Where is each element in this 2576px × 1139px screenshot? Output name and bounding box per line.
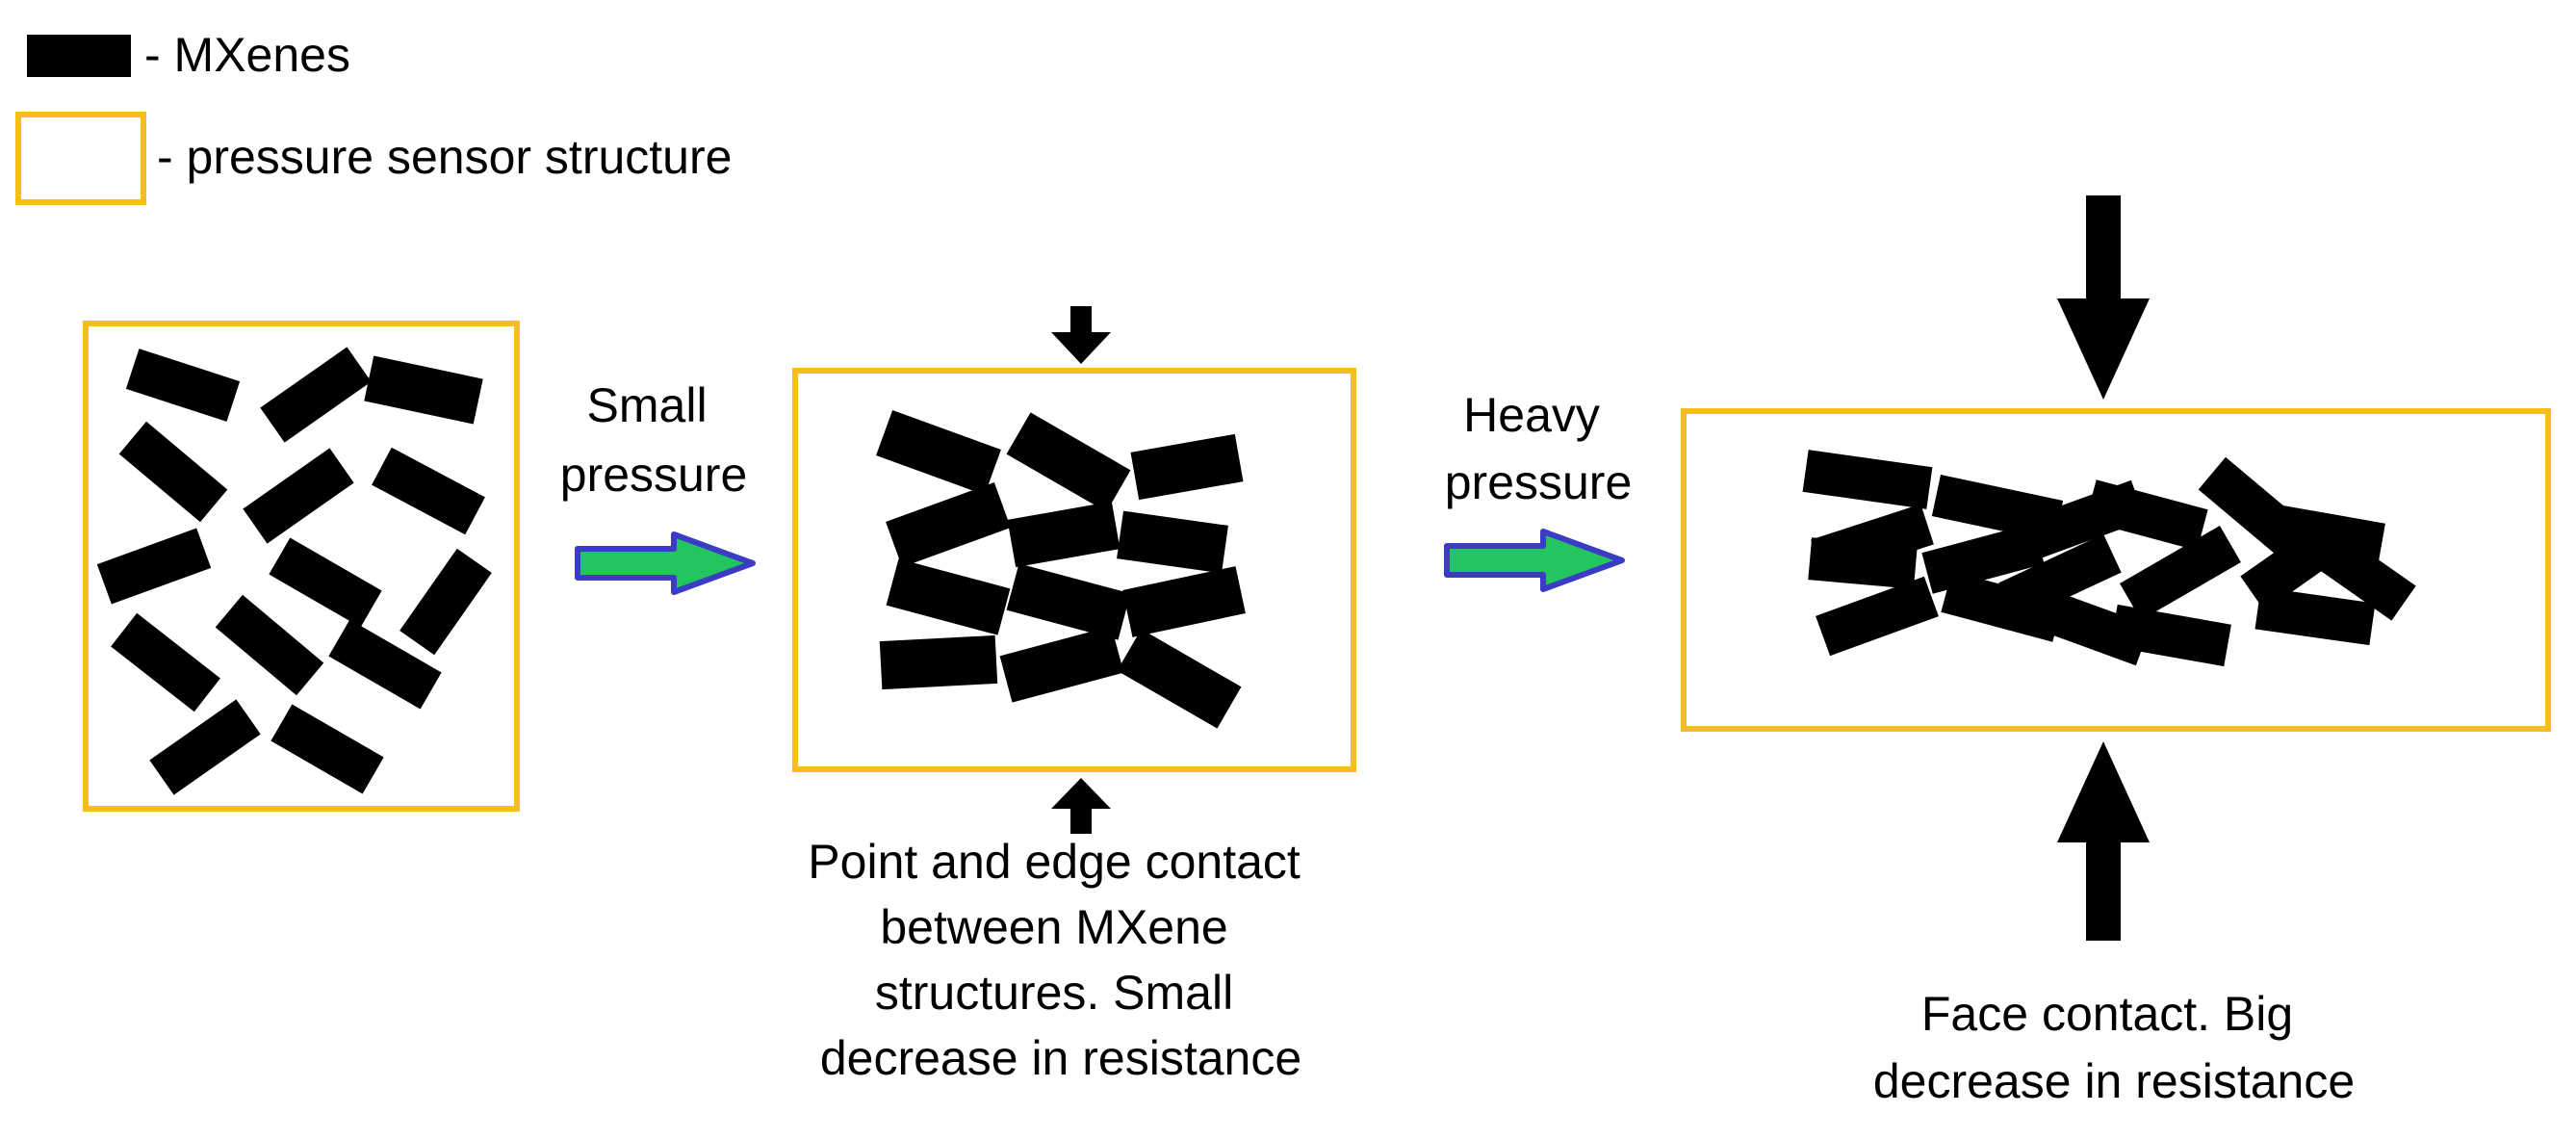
- mxene-flake: [1007, 501, 1121, 568]
- mxene-flake: [215, 594, 324, 696]
- mxene-flake: [886, 558, 1011, 635]
- caption-line: decrease in resistance: [820, 1031, 1301, 1085]
- mxene-flake: [886, 481, 1011, 568]
- face-contact-caption: Face contact. Big decrease in resistance: [1873, 987, 2355, 1108]
- sensor-frame-uncompressed: [83, 321, 520, 812]
- heavy-pressure-line: Heavy: [1463, 388, 1600, 442]
- legend: - MXenes - pressure sensor structure: [15, 28, 732, 205]
- mxene-flake: [96, 528, 212, 605]
- mxene-flake: [372, 447, 485, 535]
- mxene-flake: [269, 537, 382, 628]
- mxene-flake: [328, 619, 442, 710]
- mxene-flake: [2120, 525, 2241, 621]
- sensor-heavy-pressure: Face contact. Big decrease in resistance: [1681, 195, 2551, 1108]
- mxene-flakes-small-pressure: [876, 409, 1246, 729]
- mxene-flake: [2305, 525, 2416, 621]
- mxene-flake: [1816, 576, 1939, 657]
- mxene-flake: [118, 421, 228, 523]
- mxene-flake: [1117, 629, 1242, 729]
- heavy-pressure-line: pressure: [1445, 455, 1633, 509]
- sensor-uncompressed: [83, 321, 520, 812]
- sensor-small-pressure: Point and edge contact between MXene str…: [792, 306, 1356, 1085]
- mxene-flake: [2254, 586, 2376, 646]
- press-arrow-top-small-icon: [1051, 306, 1111, 364]
- mxene-flake: [999, 626, 1124, 703]
- mxene-flake: [149, 699, 261, 795]
- sensor-frame-small-pressure: [792, 368, 1356, 772]
- caption-line: Point and edge contact: [808, 835, 1301, 889]
- mxene-flakes-heavy-pressure: [1802, 450, 2416, 667]
- press-arrow-bottom-small-icon: [1051, 778, 1111, 834]
- small-pressure-line: pressure: [560, 448, 748, 502]
- mxene-flake: [1117, 510, 1228, 574]
- mxene-flake: [2110, 604, 2231, 667]
- small-pressure-line: Small: [587, 378, 708, 432]
- mxene-flake: [1808, 537, 1918, 589]
- mxene-flake: [2085, 479, 2208, 551]
- mxene-flake: [1802, 450, 1933, 509]
- mxene-flake: [1006, 412, 1131, 512]
- mxene-flake: [876, 409, 1001, 496]
- mxene-flake: [260, 347, 372, 443]
- small-pressure-transition: Small pressure: [560, 378, 756, 595]
- press-arrow-bottom-heavy-icon: [2057, 741, 2150, 941]
- caption-line: between MXene: [880, 900, 1227, 954]
- caption-line: structures. Small: [875, 966, 1233, 1020]
- mxene-flake: [1130, 433, 1244, 501]
- point-edge-contact-caption: Point and edge contact between MXene str…: [808, 835, 1313, 1085]
- mxene-flake: [1006, 563, 1131, 640]
- small-pressure-label: Small pressure: [560, 378, 748, 502]
- heavy-pressure-label: Heavy pressure: [1445, 388, 1633, 509]
- mxene-flakes-uncompressed: [96, 347, 492, 795]
- mxene-flake: [125, 349, 241, 422]
- mxene-flake: [399, 548, 492, 656]
- mxene-flake: [1122, 566, 1246, 637]
- legend-sensor-label: - pressure sensor structure: [157, 130, 732, 184]
- caption-line: decrease in resistance: [1873, 1054, 2355, 1108]
- mxene-flake: [879, 634, 998, 690]
- heavy-pressure-transition: Heavy pressure: [1444, 388, 1633, 592]
- small-pressure-arrow-icon: [575, 531, 756, 595]
- legend-mxene-swatch: [27, 35, 131, 77]
- press-arrow-top-heavy-icon: [2057, 195, 2150, 400]
- legend-sensor-swatch: [15, 112, 146, 205]
- legend-mxene-label: - MXenes: [144, 28, 350, 82]
- mxene-flake: [243, 448, 354, 544]
- mxene-flake: [111, 612, 220, 712]
- caption-line: Face contact. Big: [1921, 987, 2293, 1041]
- sensor-frame-heavy-pressure: [1681, 408, 2551, 732]
- heavy-pressure-arrow-icon: [1444, 529, 1625, 592]
- mxene-flake: [270, 704, 384, 794]
- mxene-flake: [364, 355, 483, 425]
